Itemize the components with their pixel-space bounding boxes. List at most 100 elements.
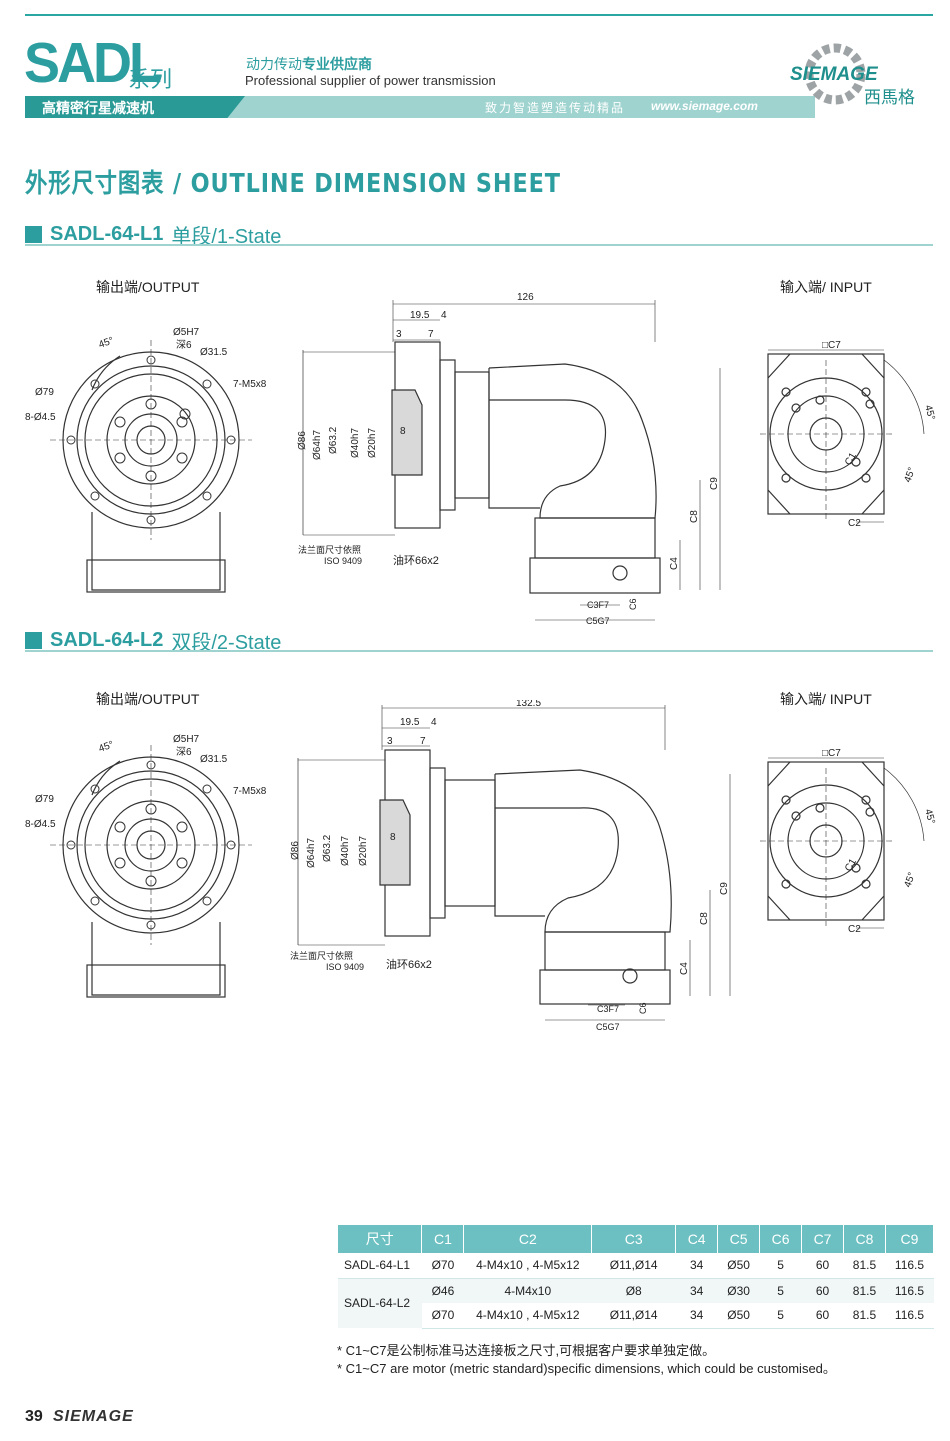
cell: 60 <box>801 1303 844 1329</box>
cell: 5 <box>759 1278 802 1303</box>
note-en: * C1~C7 are motor (metric standard)speci… <box>337 1361 836 1376</box>
dim-d63: Ø63.2 <box>328 426 339 454</box>
cell: Ø70 <box>421 1253 464 1279</box>
table-row: SADL-64-L2 Ø46 4-M4x10 Ø8 34 Ø30 5 60 81… <box>338 1278 934 1328</box>
th-size: 尺寸 <box>338 1225 423 1253</box>
dim-d20: Ø20h7 <box>358 836 369 866</box>
tagline-cn: 动力传动专业供应商 <box>246 56 372 72</box>
dim-c8: C8 <box>689 510 700 523</box>
cell: Ø70 <box>421 1303 464 1329</box>
oring-note: 油环66x2 <box>393 553 439 567</box>
cell: Ø50 <box>717 1253 760 1279</box>
dim-d40: Ø40h7 <box>340 836 351 866</box>
output-label: 输出端/OUTPUT <box>96 279 200 295</box>
iso-note: ISO 9409 <box>326 962 364 972</box>
output-labels: 45° Ø5H7 深6 Ø31.5 7-M5x8 Ø79 8-Ø4.5 <box>25 327 267 423</box>
dim-depth: 深6 <box>176 746 192 758</box>
output-labels: 45° Ø5H7 深6 Ø31.5 7-M5x8 Ø79 8-Ø4.5 <box>25 734 267 830</box>
th-c8: C8 <box>843 1225 886 1253</box>
dim-angle-a: 45° <box>922 404 937 421</box>
output-label: 输出端/OUTPUT <box>96 691 200 707</box>
dim-angle: 45° <box>97 335 115 351</box>
dim-angle-a: 45° <box>922 808 937 825</box>
dim-angle-b: 45° <box>902 871 918 889</box>
bullet-square <box>25 632 42 649</box>
cell: 34 <box>675 1278 718 1303</box>
dim-d86: Ø86 <box>297 431 308 450</box>
banner-title: 高精密行星减速机 <box>42 100 154 116</box>
input-view <box>760 757 925 929</box>
bullet-square <box>25 226 42 243</box>
section-rule <box>25 244 933 246</box>
cell: 34 <box>675 1253 718 1279</box>
dim-len-b: 4 <box>441 310 447 321</box>
dim-c1: C1 <box>843 857 859 874</box>
cell: Ø11,Ø14 <box>591 1253 676 1279</box>
dimension-table: 尺寸 C1 C2 C3 C4 C5 C6 C7 C8 C9 SADL-64-L1… <box>338 1225 935 1329</box>
cell: 34 <box>675 1303 718 1329</box>
cell: Ø11,Ø14 <box>591 1303 676 1329</box>
dim-d31: Ø31.5 <box>200 347 228 358</box>
dim-holes: 8-Ø4.5 <box>25 819 56 830</box>
th-c3: C3 <box>591 1225 677 1253</box>
section-stage: 双段/2-State <box>171 632 282 654</box>
input-labels: □C7 45° 45° C1 C2 <box>822 340 937 529</box>
dim-c7: □C7 <box>822 340 841 351</box>
dim-len-total: 132.5 <box>516 700 541 709</box>
dim-c5: C5G7 <box>596 1022 620 1032</box>
cell: Ø46 <box>421 1278 464 1303</box>
drawing-l1: 45° Ø5H7 深6 Ø31.5 7-M5x8 Ø79 8-Ø4.5 126 … <box>25 292 937 626</box>
th-c9: C9 <box>885 1225 935 1253</box>
dim-keyway: Ø5H7 <box>173 327 200 338</box>
section-heading-l2: SADL-64-L2 双段/2-State <box>25 626 281 655</box>
dim-c6: C6 <box>638 1002 648 1014</box>
dim-d79: Ø79 <box>35 387 54 398</box>
dim-holes: 8-Ø4.5 <box>25 412 56 423</box>
cell: 81.5 <box>843 1303 886 1329</box>
dim-c3: C3F7 <box>587 600 609 610</box>
dim-c9: C9 <box>719 882 730 895</box>
cell: 116.5 <box>885 1253 934 1279</box>
input-label: 输入端/ INPUT <box>780 279 872 295</box>
note-cn: * C1~C7是公制标准马达连接板之尺寸,可根据客户要求单独定做。 <box>337 1343 716 1358</box>
flange-note: 法兰面尺寸依照 <box>290 950 353 961</box>
dim-d64: Ø64h7 <box>306 838 317 868</box>
side-labels: 132.5 19.5 4 3 7 8 Ø86 Ø64h7 Ø63.2 Ø40h7… <box>290 700 730 1032</box>
dim-angle: 45° <box>97 739 115 755</box>
cell-model: SADL-64-L1 <box>338 1253 422 1279</box>
dim-len-a: 19.5 <box>400 717 420 728</box>
section-rule <box>25 650 933 652</box>
cell: 5 <box>759 1253 802 1279</box>
input-label: 输入端/ INPUT <box>780 691 872 707</box>
dim-c1: C1 <box>843 451 859 468</box>
cell: 60 <box>801 1278 844 1303</box>
website: www.siemage.com <box>651 99 758 113</box>
dim-thread: 7-M5x8 <box>233 379 267 390</box>
output-view <box>50 340 252 593</box>
th-c1: C1 <box>421 1225 465 1253</box>
dim-d64: Ø64h7 <box>312 430 323 460</box>
dim-len-d: 7 <box>420 736 426 747</box>
dim-c2: C2 <box>848 518 861 529</box>
brand-name: SADL <box>24 31 162 95</box>
dim-c3: C3F7 <box>597 1004 619 1014</box>
table-row: Ø70 4-M4x10 , 4-M5x12 Ø11,Ø14 34 Ø50 5 6… <box>338 1303 934 1329</box>
dim-d79: Ø79 <box>35 794 54 805</box>
top-rule <box>25 14 933 16</box>
side-labels: 126 19.5 4 3 7 8 Ø86 Ø64h7 Ø63.2 Ø40h7 Ø… <box>297 292 720 626</box>
dim-d40: Ø40h7 <box>350 428 361 458</box>
dim-c2: C2 <box>848 924 861 935</box>
dim-c7: □C7 <box>822 748 841 759</box>
dim-len-b: 4 <box>431 717 437 728</box>
dim-c8: C8 <box>699 912 710 925</box>
drawing-l2: 45° Ø5H7 深6 Ø31.5 7-M5x8 Ø79 8-Ø4.5 132.… <box>25 700 937 1032</box>
dim-len-c: 3 <box>387 736 393 747</box>
table-header-row: 尺寸 C1 C2 C3 C4 C5 C6 C7 C8 C9 <box>338 1225 935 1253</box>
side-view <box>297 705 731 1021</box>
th-c5: C5 <box>717 1225 761 1253</box>
cell-model: SADL-64-L2 <box>338 1278 422 1328</box>
dim-c6: C6 <box>628 598 638 610</box>
input-labels: □C7 45° 45° C1 C2 <box>822 748 937 935</box>
dim-keyway: Ø5H7 <box>173 734 200 745</box>
th-c7: C7 <box>801 1225 844 1253</box>
